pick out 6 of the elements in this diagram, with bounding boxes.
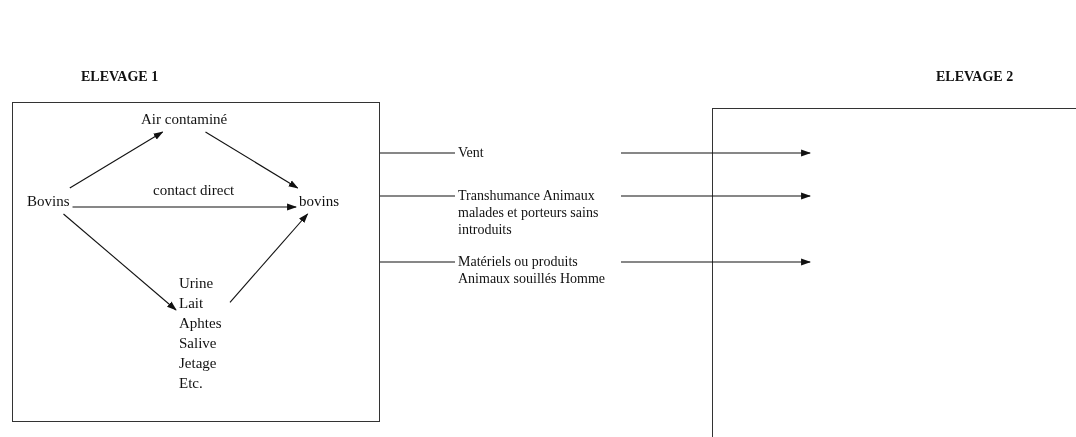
farm-heading: ELEVAGE 2 [936, 68, 1014, 86]
node-text: Urine Lait Aphtes Salive Jetage Etc. [179, 273, 227, 393]
node-text: bovins [299, 191, 339, 211]
farm-heading: ELEVAGE 1 [81, 68, 159, 86]
node-text: Air contaminé [141, 109, 228, 129]
node-text: Bovins [27, 191, 70, 211]
